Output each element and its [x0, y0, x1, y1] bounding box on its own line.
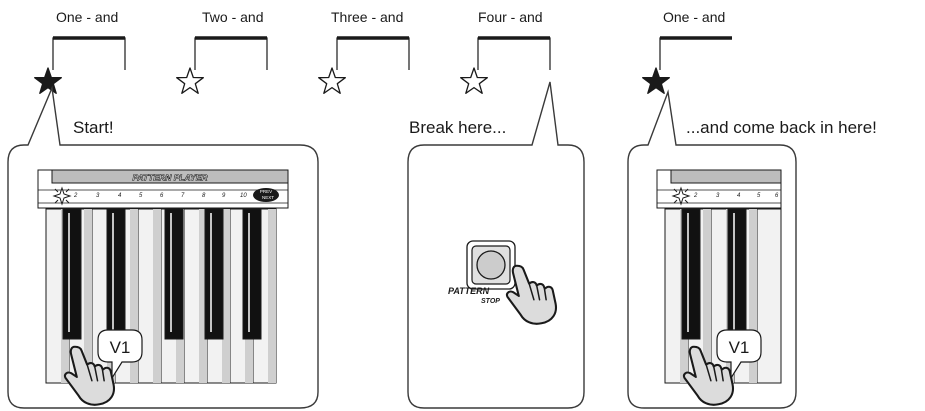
- beat-bracket-2: [195, 38, 267, 70]
- sparkle-icon: [673, 188, 689, 204]
- pattern-stop-label-line1: PATTERN: [448, 286, 490, 296]
- prev-next-button[interactable]: PREV NEXT: [253, 188, 279, 202]
- beat-label-2: Two - and: [202, 9, 263, 25]
- step-numbers: 2 3 4 5 6 7 8 9 10: [73, 193, 247, 199]
- beat-bracket-3: [337, 38, 409, 70]
- callout-text-return: ...and come back in here!: [686, 118, 877, 137]
- panel-break: Break here... PATTERN STOP: [408, 82, 584, 408]
- beat-bracket-4: [478, 38, 550, 70]
- pattern-player-label: PATTERN PLAYER: [132, 173, 208, 183]
- star-outline-icon: [461, 68, 488, 93]
- beat-bracket-1: [53, 38, 125, 70]
- beat-label-4: Four - and: [478, 9, 543, 25]
- black-key[interactable]: [107, 209, 125, 339]
- black-key[interactable]: [63, 209, 81, 339]
- black-key[interactable]: [165, 209, 183, 339]
- callout-text-break: Break here...: [409, 118, 506, 137]
- step-number: 2: [693, 193, 698, 199]
- star-outline-icon: [177, 68, 204, 93]
- pad-label: V1: [729, 338, 750, 357]
- pattern-stop-button-icon[interactable]: [467, 241, 515, 289]
- next-label: NEXT: [262, 195, 274, 200]
- pattern-stop-label-line2: STOP: [481, 298, 500, 305]
- black-key[interactable]: [243, 209, 261, 339]
- prev-label: PREV: [260, 189, 272, 194]
- pad-label: V1: [110, 338, 131, 357]
- beat-labels: One - and Two - and Three - and Four - a…: [56, 9, 725, 25]
- beat-brackets: [53, 38, 732, 70]
- beat-label-1: One - and: [56, 9, 118, 25]
- beat-label-3: Three - and: [331, 9, 403, 25]
- beat-label-5: One - and: [663, 9, 725, 25]
- pattern-player-strip: 2 3 4 5 6: [657, 170, 781, 208]
- star-filled-icon: [35, 68, 62, 93]
- pattern-player-strip: PATTERN PLAYER 2 3 4 5 6 7 8 9 10 PREV N…: [38, 170, 288, 208]
- beat-bracket-5: [660, 38, 732, 70]
- beat-stars: [35, 68, 670, 93]
- panel-start: Start! PATTERN PLAYER 2 3 4 5 6 7 8 9 10…: [8, 88, 318, 408]
- step-number: 2: [73, 193, 78, 199]
- panel-return: ...and come back in here! 2 3 4 5 6: [628, 92, 877, 408]
- black-key[interactable]: [205, 209, 223, 339]
- step-number: 10: [240, 193, 247, 199]
- star-outline-icon: [319, 68, 346, 93]
- black-key[interactable]: [728, 209, 746, 339]
- star-filled-icon: [643, 68, 670, 93]
- callout-text-start: Start!: [73, 118, 114, 137]
- sparkle-icon: [54, 188, 70, 204]
- black-key[interactable]: [682, 209, 700, 339]
